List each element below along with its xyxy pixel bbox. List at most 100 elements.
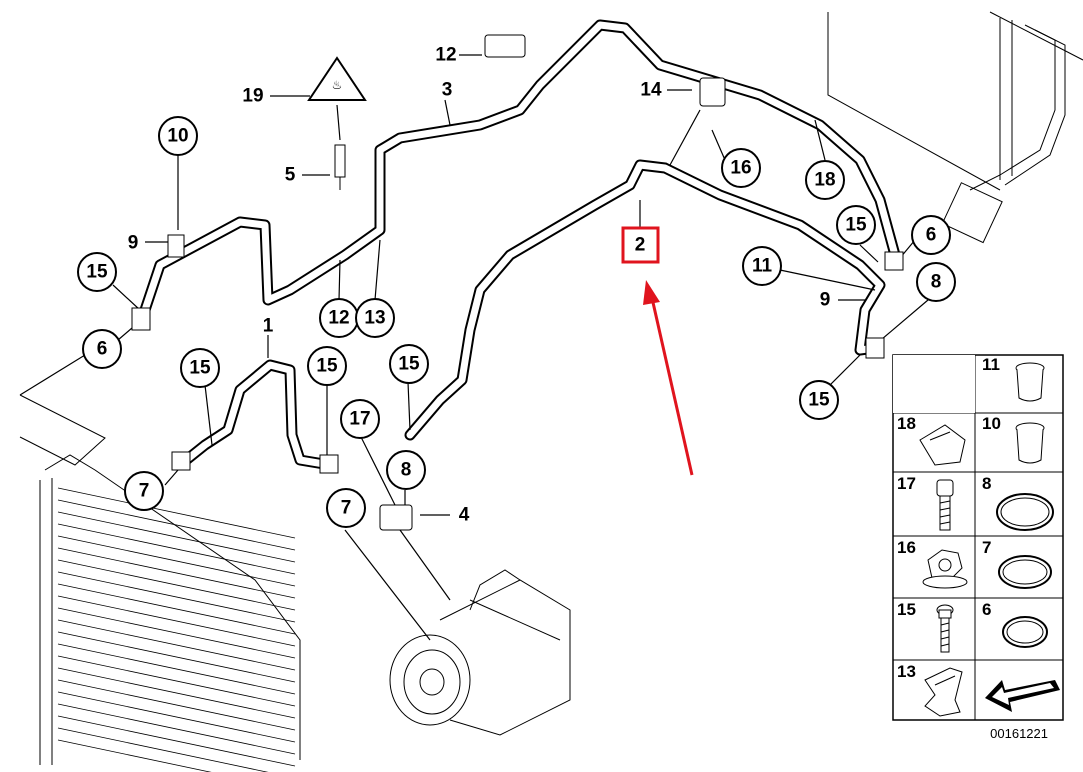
svg-text:11: 11 xyxy=(752,256,773,277)
o-ring-icon xyxy=(996,493,1054,531)
legend-cell-11: 11 xyxy=(982,355,1045,402)
callout-15: 15 xyxy=(836,205,876,245)
callout-6: 6 xyxy=(82,329,122,369)
diagram-id: 00161221 xyxy=(990,726,1048,741)
clip-part-icon xyxy=(699,77,726,107)
callout-12: 12 xyxy=(319,298,359,338)
callout-17: 17 xyxy=(340,399,380,439)
callout-7: 7 xyxy=(326,488,366,528)
highlight-arrow-head xyxy=(643,280,660,305)
screw-icon xyxy=(936,604,954,653)
svg-text:♨: ♨ xyxy=(332,78,343,92)
cap-icon xyxy=(1015,362,1045,402)
clip-icon xyxy=(919,424,966,466)
svg-text:16: 16 xyxy=(897,538,916,557)
legend-cell-16: 16 xyxy=(897,538,968,589)
bolt-icon xyxy=(936,479,954,531)
svg-text:17: 17 xyxy=(349,409,370,430)
callout-3: 3 xyxy=(442,80,453,101)
svg-text:17: 17 xyxy=(897,474,916,493)
condenser-fin xyxy=(57,619,296,671)
svg-text:10: 10 xyxy=(167,126,188,147)
svg-text:8: 8 xyxy=(982,474,991,493)
callout-19: 19 xyxy=(242,86,263,107)
legend-cell-7: 7 xyxy=(982,538,1052,589)
condenser-fin xyxy=(57,499,296,551)
condenser-fin xyxy=(57,703,296,755)
callout-8: 8 xyxy=(386,450,426,490)
callouts: 10 9 15 6 19 5 3 12 12 13 1 15 15 7 7 17… xyxy=(77,45,956,528)
svg-text:18: 18 xyxy=(897,414,916,433)
callout-15: 15 xyxy=(389,344,429,384)
callout-15: 15 xyxy=(180,348,220,388)
svg-text:11: 11 xyxy=(982,355,1000,374)
svg-text:15: 15 xyxy=(897,600,916,619)
condenser-fin xyxy=(57,715,296,767)
svg-text:15: 15 xyxy=(86,262,108,283)
callout-12: 12 xyxy=(435,45,456,66)
condenser-fin xyxy=(57,523,296,575)
callout-15: 15 xyxy=(799,380,839,420)
condenser-fin xyxy=(57,727,269,772)
legend-table: 11 18 10 17 8 16 7 xyxy=(892,354,1064,721)
condenser-fin xyxy=(57,631,296,683)
callout-8: 8 xyxy=(916,262,956,302)
bracket-icon xyxy=(924,667,963,717)
condenser-fin xyxy=(57,535,296,587)
o-ring-icon xyxy=(998,555,1052,589)
small-parts: ♨ xyxy=(131,34,904,531)
callout-4: 4 xyxy=(459,505,470,526)
direction-arrow-icon xyxy=(985,680,1060,712)
condenser-fin xyxy=(57,595,296,647)
legend-cell-18: 18 xyxy=(897,414,966,466)
callout-1: 1 xyxy=(263,316,274,337)
condenser-fin xyxy=(57,655,296,707)
legend-cell-15: 15 xyxy=(897,600,954,653)
svg-text:7: 7 xyxy=(982,538,991,557)
legend-cell-13: 13 xyxy=(897,662,963,717)
callout-9: 9 xyxy=(820,290,831,311)
condenser-fin xyxy=(57,547,296,599)
svg-text:6: 6 xyxy=(97,339,108,360)
nut-icon xyxy=(922,549,968,589)
svg-text:7: 7 xyxy=(139,481,150,502)
highlight-box xyxy=(621,226,660,264)
condenser-fin xyxy=(57,583,296,635)
bracket-part-icon xyxy=(484,34,526,58)
condenser-fin xyxy=(57,691,296,743)
condenser-fin xyxy=(57,667,296,719)
svg-text:6: 6 xyxy=(982,600,991,619)
svg-text:15: 15 xyxy=(316,356,338,377)
svg-text:7: 7 xyxy=(341,498,352,519)
callout-10: 10 xyxy=(158,116,198,156)
callout-6: 6 xyxy=(911,215,951,255)
svg-text:8: 8 xyxy=(931,272,942,293)
callout-15: 15 xyxy=(307,346,347,386)
condenser-fin xyxy=(57,571,296,623)
callout-18: 18 xyxy=(805,160,845,200)
condenser-fin xyxy=(57,511,296,563)
svg-text:15: 15 xyxy=(808,390,830,411)
svg-text:8: 8 xyxy=(401,460,412,481)
callout-9: 9 xyxy=(128,233,139,254)
svg-text:6: 6 xyxy=(926,225,937,246)
legend-cell-17: 17 xyxy=(897,474,954,531)
legend-cell-arrow xyxy=(985,680,1060,712)
condenser-fin xyxy=(57,643,296,695)
highlight-arrow-line xyxy=(650,297,694,476)
evaporator-drawing xyxy=(827,11,1083,244)
highlight-callout-2: 2 xyxy=(621,226,694,476)
callout-14: 14 xyxy=(640,80,662,101)
callout-16: 16 xyxy=(721,148,761,188)
o-ring-icon xyxy=(1002,616,1048,648)
condenser-fin xyxy=(57,487,296,539)
svg-text:15: 15 xyxy=(845,215,867,236)
callout-15: 15 xyxy=(77,252,117,292)
compressor-drawing xyxy=(389,569,571,736)
svg-text:13: 13 xyxy=(364,308,385,329)
condenser-fin xyxy=(57,607,296,659)
highlight-label: 2 xyxy=(635,235,646,256)
svg-text:13: 13 xyxy=(897,662,916,681)
callout-11: 11 xyxy=(742,246,782,286)
